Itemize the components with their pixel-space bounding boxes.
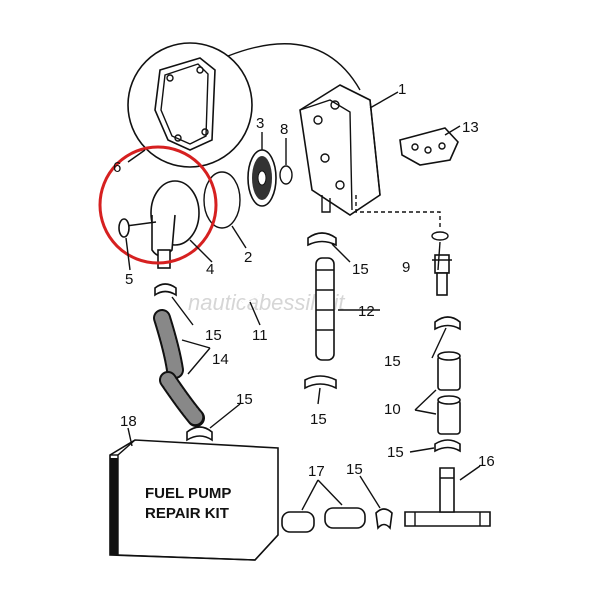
- callout-4: 4: [206, 261, 214, 278]
- callout-15c: 15: [384, 353, 401, 370]
- part-11-bolt: [241, 293, 263, 303]
- callout-17: 17: [308, 463, 325, 480]
- callout-15e: 15: [236, 391, 253, 408]
- callout-labels: 1 2 3 4 5 6 8 9 10 11 12 13 14 15 15 15 …: [113, 81, 495, 480]
- callout-10: 10: [384, 401, 401, 418]
- callout-1: 1: [398, 81, 406, 98]
- callout-3: 3: [256, 115, 264, 132]
- part-12-fuel-line: [315, 257, 335, 361]
- callout-13: 13: [462, 119, 479, 136]
- callout-8: 8: [280, 121, 288, 138]
- part-9-fitting: [431, 231, 452, 296]
- callout-16: 16: [478, 453, 495, 470]
- part-18-repair-kit-box: [109, 439, 279, 561]
- part-1-pump-body: [299, 84, 381, 216]
- callout-15g: 15: [346, 461, 363, 478]
- leader-lines: [125, 91, 481, 511]
- part-3-filter-screen: [247, 149, 277, 207]
- part-17-short-hoses: [281, 507, 366, 533]
- part-2-o-ring: [203, 171, 241, 229]
- callout-12: 12: [358, 303, 375, 320]
- part-13-plate: [399, 127, 459, 166]
- kit-label-line1: FUEL PUMP: [145, 485, 231, 502]
- callout-15f: 15: [387, 444, 404, 461]
- callout-6: 6: [113, 159, 121, 176]
- callout-15a: 15: [352, 261, 369, 278]
- hose-clamps: [154, 232, 461, 530]
- callout-2: 2: [244, 249, 252, 266]
- callout-11: 11: [252, 327, 268, 344]
- highlight-circle: [98, 145, 218, 265]
- callout-14: 14: [212, 351, 229, 368]
- part-6-detail-circle: [127, 42, 361, 168]
- part-4-cover-highlighted: [98, 145, 218, 269]
- part-14-hoses: [153, 309, 205, 427]
- callout-15d: 15: [310, 411, 327, 428]
- part-8-o-ring: [279, 165, 293, 185]
- part-16-tee-fitting: [404, 467, 491, 527]
- part-10-filters: [437, 351, 461, 435]
- callout-5: 5: [125, 271, 133, 288]
- callout-9: 9: [402, 259, 410, 276]
- kit-label-line2: REPAIR KIT: [145, 505, 229, 522]
- callout-15b: 15: [205, 327, 222, 344]
- callout-18: 18: [120, 413, 137, 430]
